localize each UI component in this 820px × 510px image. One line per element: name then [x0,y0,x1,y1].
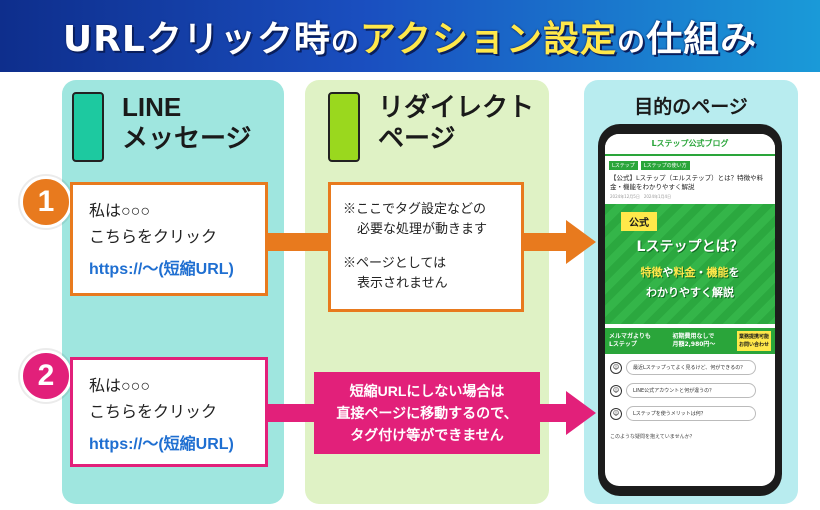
qa-item: ☺ 最近Lステップってよく見るけど、何ができるの？ [610,360,770,375]
step-number-1: 1 [20,176,72,228]
short-url-link[interactable]: https://～(短縮URL) [89,436,234,453]
hero-badge: 公式 [621,212,657,231]
title-part-1: URLクリック時 [62,19,331,60]
category-tag[interactable]: Lステップの使い方 [640,161,690,170]
short-url-link[interactable]: https://～(短縮URL) [89,261,234,278]
row1-arrowhead [566,220,596,264]
hero-image: 公式 Lステップとは？ 特徴や料金・機能を わかりやすく解説 [605,204,775,324]
phone-screen: Lステップ公式ブログ Lステップ Lステップの使い方 【公式】Lステップ（エルス… [605,134,775,486]
title-part-2: の [330,25,360,58]
title-banner: URLクリック時のアクション設定の仕組み [0,0,820,72]
redirect-note-box: ※ここでタグ設定などの 必要な処理が動きます ※ページとしては 表示されません [328,182,524,312]
note-text: 必要な処理が動きます [357,221,488,236]
note-text: ※ページとしては [343,255,447,270]
article-title: 【公式】Lステップ（エルステップ）とは？特徴や料金・機能をわかりやすく解説 [610,174,764,191]
note-text: ※ここでタグ設定などの [343,201,487,216]
qa-bubble: 最近Lステップってよく見るけど、何ができるの？ [626,360,756,375]
promo-mid: 初期費用なしで月額2,980円～ [672,333,716,348]
message-text: こちらをクリック [89,229,218,246]
message-text: こちらをクリック [89,404,218,421]
line-message-box-2: 私は○○○ こちらをクリック https://～(短縮URL) [70,357,268,467]
title-part-5: 仕組み [646,19,758,60]
redirect-column-header: リダイレクト ページ [328,92,534,162]
qa-list: ☺ 最近Lステップってよく見るけど、何ができるの？ ☺ LINE公式アカウントと… [605,354,775,421]
category-tags: Lステップ Lステップの使い方 [605,156,775,172]
category-tag[interactable]: Lステップ [609,161,638,170]
phone-mockup: Lステップ公式ブログ Lステップ Lステップの使い方 【公式】Lステップ（エルス… [598,124,782,496]
warning-text: タグ付け等ができません [350,427,504,443]
site-header[interactable]: Lステップ公式ブログ [605,134,775,156]
hero-title: Lステップとは？ [636,239,744,255]
message-text: 私は○○○ [89,203,150,220]
page-title: URLクリック時のアクション設定の仕組み [63,10,757,62]
redirect-swatch [328,92,360,162]
note-text: 表示されません [357,275,448,290]
article-meta: 2024年12月5日 2024年1月4日 [610,194,672,199]
warning-text: 短縮URLにしない場合は [349,383,505,399]
promo-cta[interactable]: 業務提携可能お問い合わせ [736,331,771,351]
target-page-title: 目的のページ [634,97,748,118]
qa-footer: このような疑問を抱えていませんか？ [610,434,695,440]
line-column-title: LINE メッセージ [122,92,252,153]
title-part-3: アクション設定 [359,19,618,60]
qa-bubble: Lステップを使うメリットは何？ [626,406,756,421]
step-number-2: 2 [20,350,72,402]
message-text: 私は○○○ [89,378,150,395]
qa-item: ☺ Lステップを使うメリットは何？ [610,406,770,421]
row2-arrowhead [566,391,596,435]
person-icon: ☺ [610,384,622,397]
line-swatch [72,92,104,162]
qa-item: ☺ LINE公式アカウントと何が違うの？ [610,383,770,398]
line-message-box-1: 私は○○○ こちらをクリック https://～(短縮URL) [70,182,268,296]
warning-box: 短縮URLにしない場合は 直接ページに移動するので、 タグ付け等ができません [314,372,540,454]
row1-arrow-shaft-b [522,233,568,251]
warning-text: 直接ページに移動するので、 [336,405,518,421]
hero-subtitle: 特徴や料金・機能を [640,266,740,279]
line-column-header: LINE メッセージ [72,92,251,162]
title-part-4: の [617,25,647,58]
hero-line3: わかりやすく解説 [646,286,734,299]
person-icon: ☺ [610,361,622,374]
person-icon: ☺ [610,407,622,420]
row2-arrow-shaft-b [538,404,568,422]
row2-arrow-shaft-a [266,404,316,422]
redirect-column-title: リダイレクト ページ [378,92,535,153]
row1-arrow-shaft-a [266,233,330,251]
qa-bubble: LINE公式アカウントと何が違うの？ [626,383,756,398]
